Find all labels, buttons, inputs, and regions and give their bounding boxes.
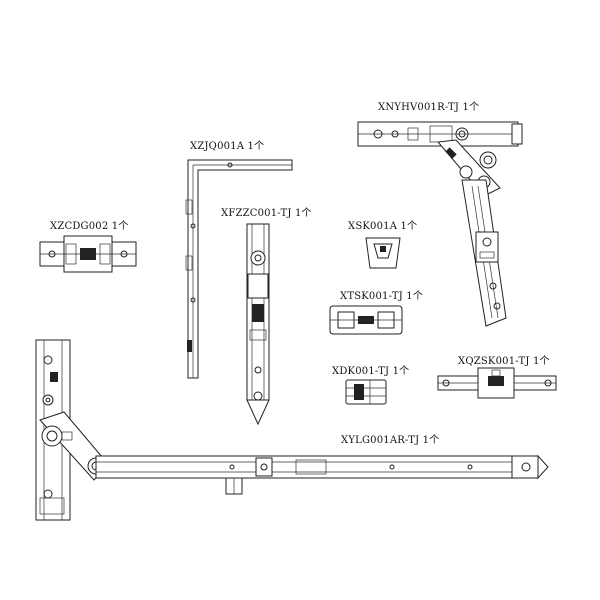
part-label-xfzzc001: XFZZC001-TJ 1个 xyxy=(221,208,312,219)
striker-xsk001a xyxy=(365,237,401,269)
gear-rod-xfzzc001 xyxy=(246,223,270,426)
part-label-xzcdg002: XZCDG002 1个 xyxy=(50,221,129,232)
part-label-xylg001ar: XYLG001AR-TJ 1个 xyxy=(341,435,440,446)
connector-xzcdg002 xyxy=(39,235,137,273)
part-label-xdk001: XDK001-TJ 1个 xyxy=(332,366,410,377)
large-stay-xylg001ar xyxy=(35,339,549,521)
part-label-xzjq001a: XZJQ001A 1个 xyxy=(190,141,265,152)
part-label-xtsk001: XTSK001-TJ 1个 xyxy=(340,291,424,302)
part-label-xnyhv001r: XNYHV001R-TJ 1个 xyxy=(378,102,480,113)
corner-bracket-xzjq001a xyxy=(185,159,293,379)
part-label-xsk001a: XSK001A 1个 xyxy=(348,221,418,232)
hinge-stay-xnyhv001r xyxy=(357,121,523,327)
part-label-xqzsk001: XQZSK001-TJ 1个 xyxy=(458,356,550,367)
block-xdk001 xyxy=(345,379,387,405)
keeper-strip-xqzsk001 xyxy=(437,367,557,399)
keeper-xtsk001 xyxy=(329,305,403,335)
